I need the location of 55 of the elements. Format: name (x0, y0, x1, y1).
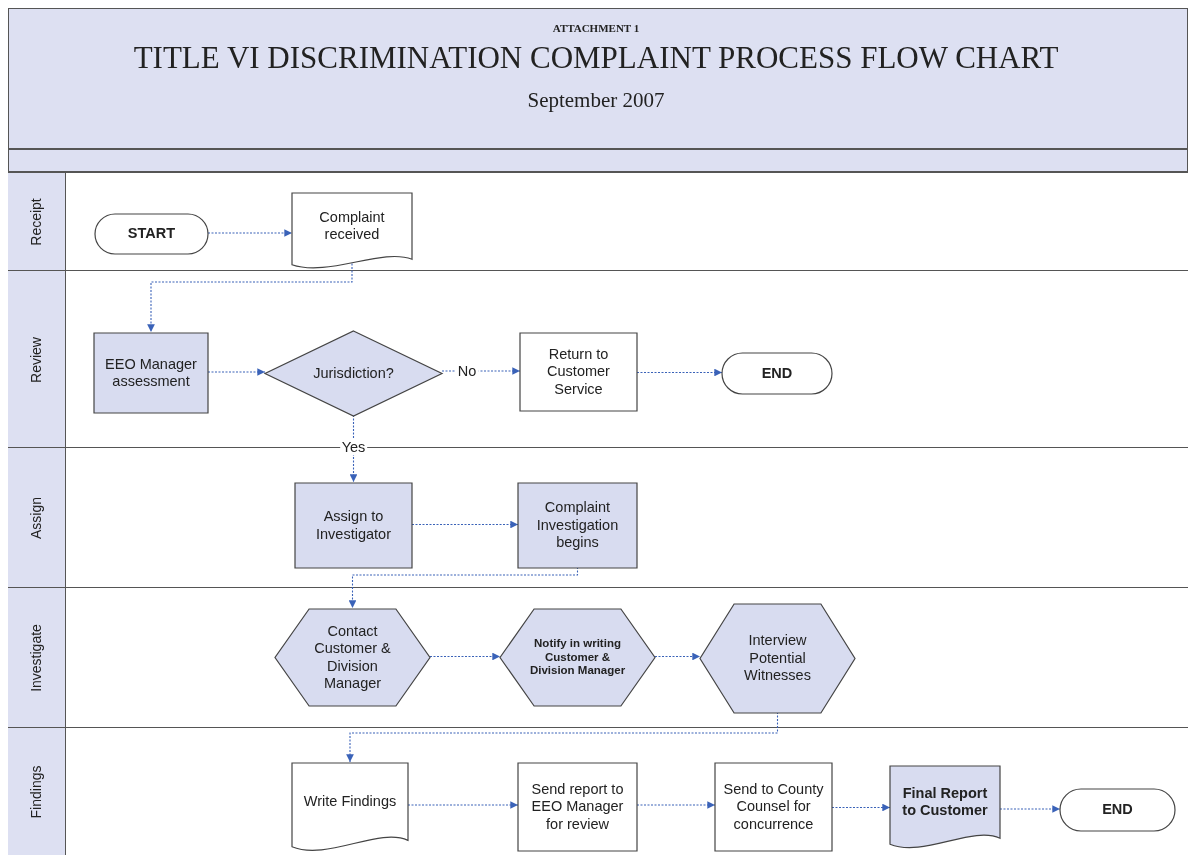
date-subtitle: September 2007 (526, 88, 666, 113)
node-text: Assign to Investigator (315, 508, 392, 543)
arrow (407, 801, 519, 809)
swimlane (8, 727, 1188, 855)
arrow (207, 368, 266, 376)
terminal-shape (1060, 789, 1175, 831)
process-box (520, 333, 637, 411)
attachment-label: ATTACHMENT 1 (551, 22, 641, 34)
terminal-shape (722, 353, 832, 394)
edge-label: Yes (339, 439, 368, 455)
node-text: END (760, 364, 794, 383)
process-box (518, 763, 637, 851)
arrow (411, 520, 519, 529)
document-shape (292, 193, 412, 271)
document-shape (890, 766, 1000, 851)
process-box (518, 483, 637, 568)
arrow (429, 652, 501, 661)
terminal-shape (95, 214, 208, 254)
process-box (94, 333, 208, 413)
lane-label: Assign (28, 497, 44, 539)
node-text: Jurisdiction? (312, 364, 395, 383)
node-text: Notify in writing Customer & Division Manager (528, 636, 627, 679)
document-shape (292, 763, 408, 854)
preparation-hexagon (275, 609, 430, 706)
edge-label: No (455, 363, 479, 379)
node-text: Complaint received (318, 208, 386, 244)
process-box (715, 763, 832, 851)
preparation-hexagon (500, 609, 655, 706)
swimlane (8, 587, 1188, 727)
lane-label: Findings (28, 765, 44, 819)
node-text: Write Findings (302, 792, 398, 811)
process-box (295, 483, 412, 568)
node-text: END (1101, 801, 1134, 819)
chart-title: TITLE VI DISCRIMINATION COMPLAINT PROCESS FLOW CHART (132, 40, 1060, 76)
node-text: Contact Customer & Division Manager (313, 622, 392, 693)
node-text: Return to Customer Service (546, 345, 611, 399)
node-text: EEO Manager assessment (104, 355, 198, 391)
node-text: START (126, 225, 177, 243)
decision-diamond (265, 331, 442, 416)
swimlane (8, 172, 1188, 270)
lane-label: Investigate (28, 624, 44, 692)
lane-label: Receipt (28, 198, 44, 246)
arrow (831, 803, 891, 812)
arrow (207, 229, 293, 237)
arrow (999, 805, 1061, 813)
node-text: Final Report to Customer (901, 784, 989, 820)
arrow (636, 801, 716, 809)
arrow (654, 652, 701, 661)
lane-label: Review (28, 336, 44, 383)
node-text: Interview Potential Witnesses (743, 632, 812, 685)
arrow (636, 368, 723, 377)
node-text: Send report to EEO Manager for review (530, 780, 625, 834)
node-text: Send to County Counsel for concurrence (722, 780, 825, 834)
preparation-hexagon (700, 604, 855, 713)
node-text: Complaint Investigation begins (535, 499, 620, 552)
